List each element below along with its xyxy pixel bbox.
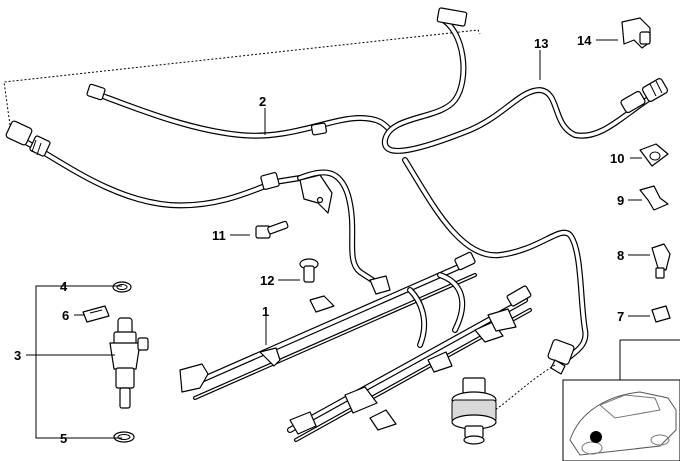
o-ring-lower[interactable] — [113, 431, 135, 443]
callout-4: 4 — [60, 279, 68, 294]
callout-2: 2 — [259, 94, 266, 109]
callout-6: 6 — [62, 308, 69, 323]
callout-10: 10 — [610, 151, 624, 166]
collar-screw[interactable] — [299, 258, 319, 283]
bracket-clip[interactable] — [651, 243, 671, 279]
callout-1: 1 — [262, 304, 269, 319]
callout-14: 14 — [577, 33, 592, 48]
fuel-rail-assembly[interactable] — [179, 174, 532, 442]
location-marker — [590, 431, 602, 443]
hex-bolt[interactable] — [255, 220, 289, 239]
callout-13: 13 — [534, 36, 548, 51]
fuel-injector[interactable] — [109, 317, 149, 409]
double-clip[interactable] — [639, 185, 669, 211]
hose-clamp[interactable] — [639, 143, 669, 167]
callout-9: 9 — [617, 193, 624, 208]
callout-12: 12 — [260, 273, 274, 288]
fuel-hose-upper[interactable] — [86, 83, 393, 139]
leader-lines — [26, 39, 650, 439]
callout-8: 8 — [617, 248, 624, 263]
callout-11: 11 — [212, 228, 226, 243]
callout-5: 5 — [60, 431, 67, 446]
fuel-return-line[interactable] — [381, 7, 669, 154]
callout-7: 7 — [617, 309, 624, 324]
retaining-clip[interactable] — [82, 305, 110, 323]
fuel-pressure-line[interactable] — [402, 157, 589, 411]
callout-3: 3 — [14, 348, 21, 363]
fuel-feed-line[interactable] — [5, 120, 383, 288]
clip-holder[interactable] — [621, 17, 651, 49]
callout-labels: 1 2 3 4 5 6 7 8 9 10 11 12 13 14 — [14, 33, 624, 446]
vehicle-locator-thumbnail — [562, 339, 680, 461]
pressure-regulator[interactable] — [451, 377, 497, 445]
o-ring-upper[interactable] — [112, 281, 132, 293]
pipe-clip[interactable] — [651, 305, 671, 323]
assembly-frame-lines — [3, 29, 481, 126]
